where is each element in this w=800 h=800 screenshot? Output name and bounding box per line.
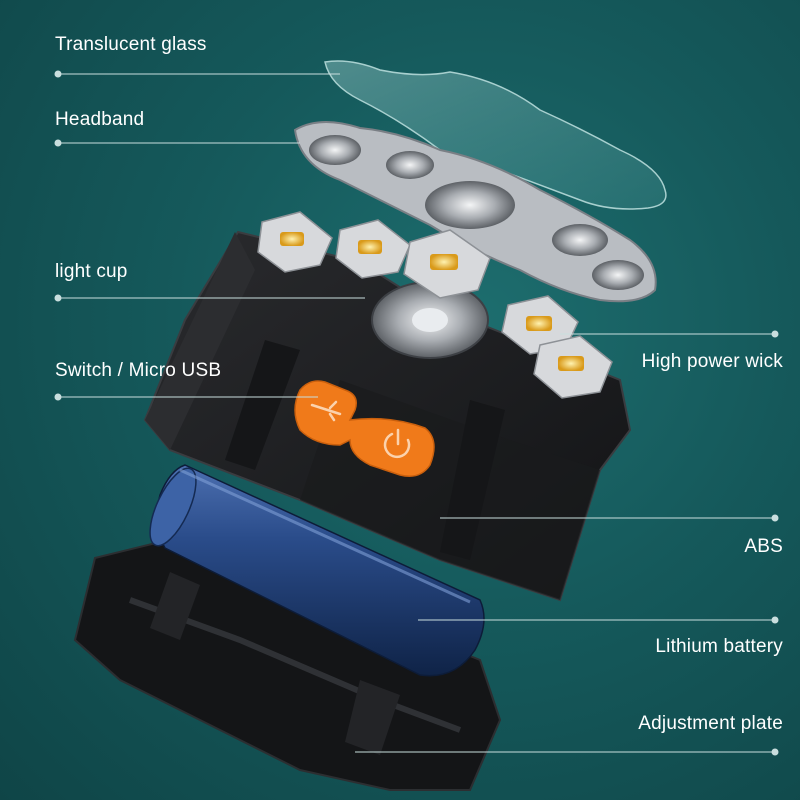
light-cup-part — [371, 281, 489, 359]
label-abs: ABS — [744, 536, 783, 557]
led-chip — [335, 219, 411, 279]
reflector-cup — [309, 135, 361, 165]
label-high-power-wick: High power wick — [641, 351, 783, 372]
led-chip — [501, 295, 579, 355]
reflector-cup — [386, 151, 434, 179]
label-light-cup: light cup — [55, 261, 128, 282]
adjustment-plate-part — [73, 540, 502, 791]
led-chip — [533, 335, 613, 399]
label-switch-usb: Switch / Micro USB — [55, 360, 222, 381]
leader-lines — [54, 70, 779, 756]
reflector-cup — [592, 260, 644, 290]
led-chip — [403, 229, 491, 299]
led-chips — [257, 211, 613, 399]
label-translucent-glass: Translucent glass — [55, 34, 207, 55]
led-chip — [257, 211, 333, 273]
reflector-cup — [552, 224, 608, 256]
label-headband: Headband — [55, 109, 145, 130]
translucent-glass-part — [324, 60, 667, 210]
power-icon — [383, 428, 411, 459]
reflector-cup — [425, 181, 515, 229]
lithium-battery-part — [149, 464, 485, 677]
label-adjustment-plate: Adjustment plate — [638, 713, 783, 734]
usb-icon — [310, 400, 342, 422]
switch-usb-part — [294, 380, 435, 477]
reflector-plate-part — [293, 120, 657, 303]
label-lithium-battery: Lithium battery — [655, 636, 783, 657]
